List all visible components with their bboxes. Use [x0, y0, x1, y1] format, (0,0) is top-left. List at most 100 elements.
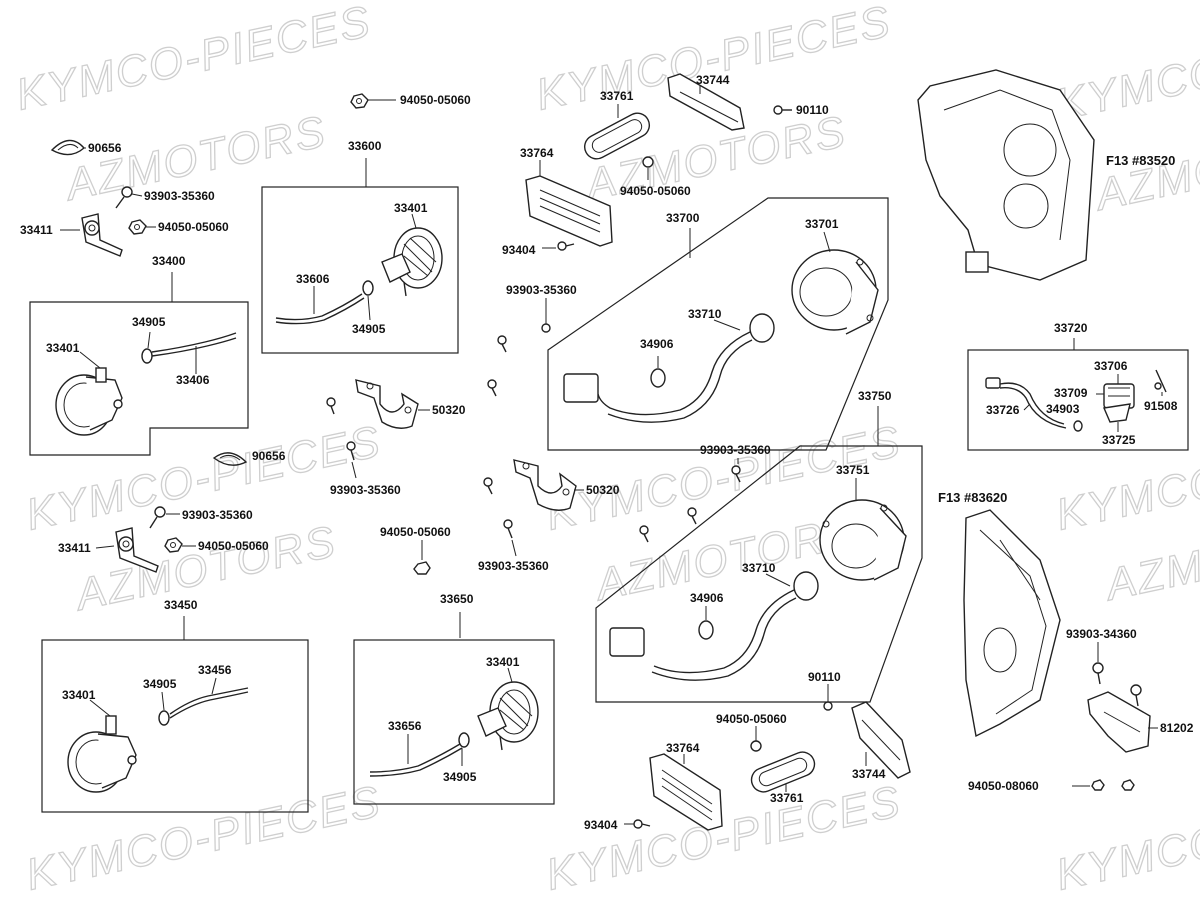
bracket-50320-b: [513, 459, 584, 511]
harness-33710-b: [609, 571, 819, 681]
fog-lamp-33401: [55, 351, 123, 436]
screw-93903-mid: [149, 506, 180, 529]
bulb-34905-c: [362, 280, 374, 321]
part-label: 94050-05060: [380, 525, 451, 539]
part-label: 81202: [1160, 721, 1194, 735]
group-number: 33700: [666, 211, 700, 225]
part-label: 33401: [394, 201, 428, 215]
headlamp-33751: [819, 478, 907, 581]
part-label: 93404: [502, 243, 536, 257]
part-label: 33744: [852, 767, 886, 781]
part-label: 33411: [20, 223, 53, 237]
bolt-90110-bottom: [823, 684, 833, 711]
headlight-housing-f13-bottom: [963, 509, 1061, 738]
screw-93903-center-top: [487, 298, 551, 397]
part-label: 94050-05060: [400, 93, 471, 107]
screw-93404-bottom: [624, 819, 651, 829]
nuts-94050-08060: [1072, 779, 1135, 791]
plate-33764-bottom: [649, 753, 723, 831]
part-label: 50320: [586, 483, 620, 497]
part-label: 33401: [486, 655, 520, 669]
screws-93903-cluster-a: [326, 397, 357, 479]
clip-90656-top: [50, 139, 86, 156]
bulb-34905-b: [158, 691, 170, 726]
group-number: 33750: [858, 389, 892, 403]
bulb-34903: [1073, 420, 1083, 432]
part-label: 90110: [796, 103, 829, 117]
screw-91508: [1154, 369, 1167, 396]
part-label: 90656: [88, 141, 122, 155]
bracket-33744-top: [667, 73, 745, 131]
bulb-34905-a: [141, 331, 153, 364]
screw-93404-top: [542, 241, 575, 251]
nut-94050-license-bottom: [750, 726, 762, 752]
part-label: 90656: [252, 449, 286, 463]
part-label: 33725: [1102, 433, 1136, 447]
bracket-33411-top: [60, 213, 123, 257]
part-label: 33710: [688, 307, 722, 321]
harness-33456: [169, 677, 249, 719]
part-label: 94050-08060: [968, 779, 1039, 793]
screws-93903-cluster-c: [639, 458, 741, 543]
part-label: 33751: [836, 463, 870, 477]
headlight-socket-33401-d: [477, 667, 539, 751]
bracket-81202: [1087, 691, 1158, 753]
nut-94050-top: [128, 219, 156, 235]
part-label: 93903-35360: [330, 483, 401, 497]
reference-label: F13 #83620: [938, 490, 1007, 505]
part-label: 50320: [432, 403, 466, 417]
part-label: 34905: [132, 315, 166, 329]
part-label: 34906: [690, 591, 724, 605]
part-label: 33706: [1094, 359, 1128, 373]
headlight-housing-f13-top: [917, 69, 1095, 281]
part-label: 33764: [520, 146, 554, 160]
part-label: 34905: [352, 322, 386, 336]
part-label: 93903-35360: [478, 559, 549, 573]
harness-33406: [151, 332, 237, 374]
part-label: 93903-34360: [1066, 627, 1137, 641]
group-number: 33650: [440, 592, 474, 606]
part-label: 94050-05060: [716, 712, 787, 726]
clip-90656-mid: [212, 452, 248, 466]
part-label: 33406: [176, 373, 210, 387]
lamp-33761-top: [583, 104, 651, 160]
part-label: 33710: [742, 561, 776, 575]
watermark-line1: KYMCO-PIECES: [542, 777, 906, 900]
part-label: 93903-35360: [506, 283, 577, 297]
group-box-33600: [261, 186, 459, 354]
bracket-33411-mid: [95, 527, 159, 573]
part-label: 34906: [640, 337, 674, 351]
harness-33726: [985, 377, 1067, 429]
part-label: 33656: [388, 719, 422, 733]
watermark-line1: KYMCO-PIECES: [1052, 777, 1200, 900]
group-box-33720: [967, 349, 1189, 451]
part-label: 91508: [1144, 399, 1178, 413]
watermark-line1: KYMCO-PIECES: [22, 777, 386, 900]
nut-94050-mid-center: [413, 540, 431, 575]
nut-94050-license-top: [642, 156, 654, 180]
bolt-93903-34360: [1092, 642, 1142, 707]
part-label: 93903-35360: [144, 189, 215, 203]
part-label: 34905: [143, 677, 177, 691]
nut-94050-mid: [164, 537, 196, 553]
group-number: 33720: [1054, 321, 1088, 335]
headlamp-33701: [791, 231, 879, 335]
watermark-line2: AZMOTORS: [69, 517, 341, 621]
part-label: 33401: [46, 341, 80, 355]
group-number: 33450: [164, 598, 198, 612]
bolt-90110-top: [773, 105, 792, 115]
part-label: 33726: [986, 403, 1020, 417]
part-label: 94050-05060: [198, 539, 269, 553]
watermark-line1: KYMCO-PIECES: [12, 0, 376, 120]
group-box-33750: [595, 445, 923, 703]
part-label: 33744: [696, 73, 730, 87]
part-label: 34903: [1046, 402, 1080, 416]
part-label: 33456: [198, 663, 232, 677]
part-label: 33761: [600, 89, 634, 103]
part-label: 33606: [296, 272, 330, 286]
nut-94050-top-center: [350, 93, 396, 109]
lamp-33761-bottom: [750, 751, 816, 793]
screw-93903-top: [115, 186, 143, 209]
socket-33725: [1103, 403, 1131, 432]
